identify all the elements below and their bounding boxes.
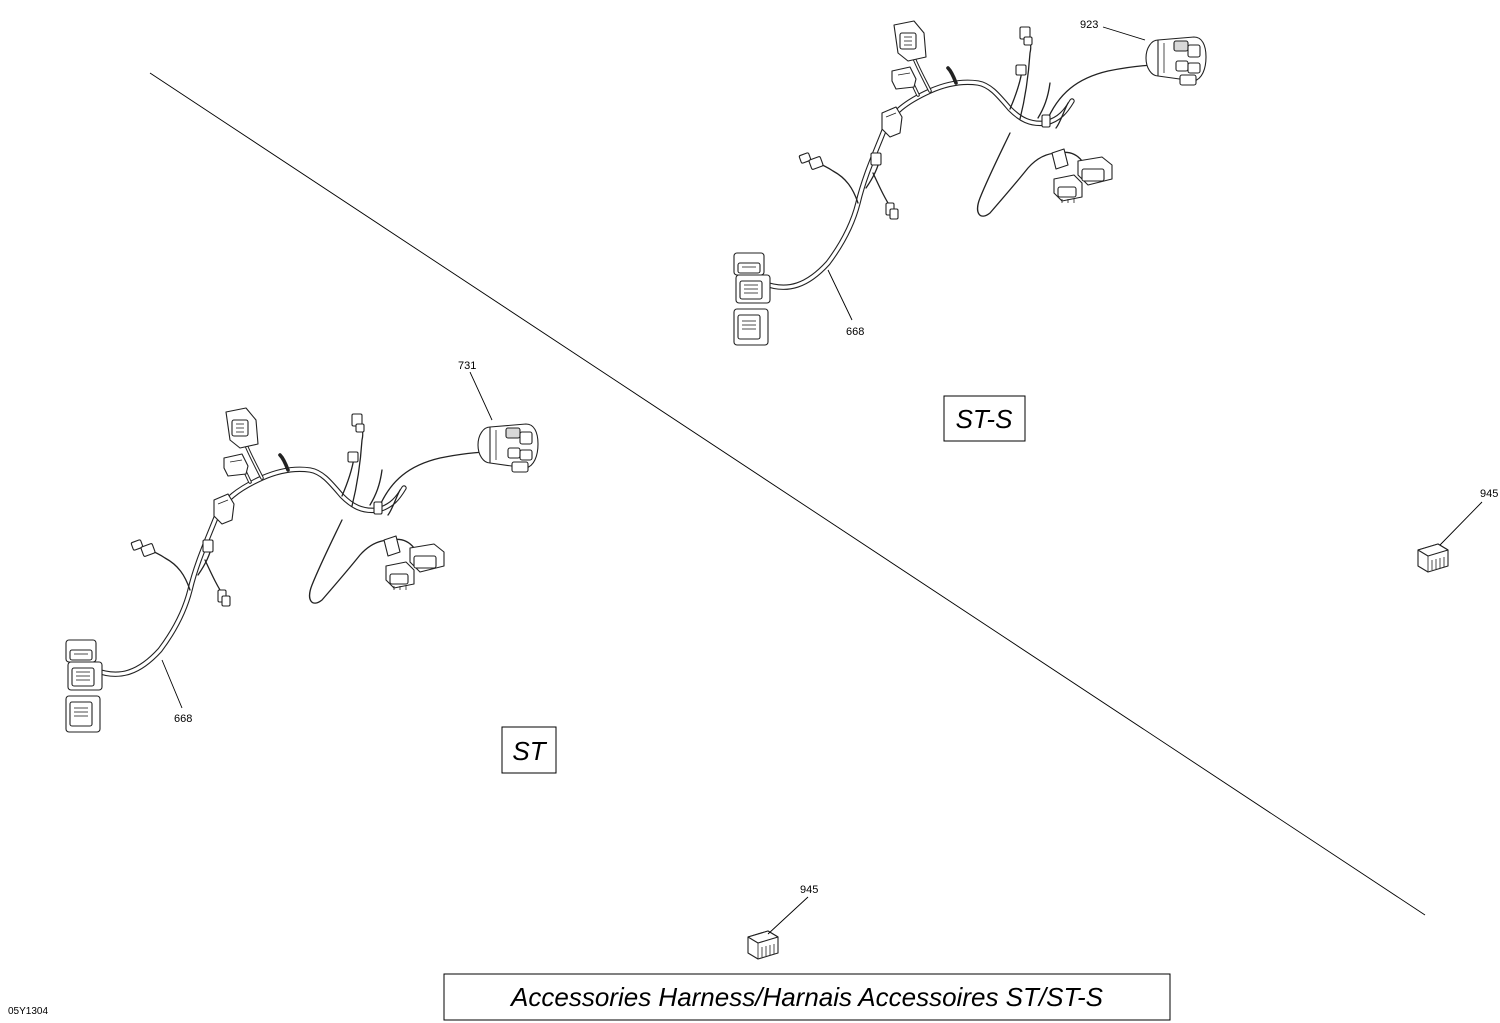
callout-945-right: 945 <box>1480 488 1498 500</box>
leader-923 <box>1102 26 1146 41</box>
callout-668-st-s: 668 <box>846 326 864 338</box>
st-harness-assembly <box>66 408 538 732</box>
variant-label-st-s: ST-S <box>956 404 1013 434</box>
variant-divider-line <box>149 72 1426 916</box>
diagram-title-frame <box>443 973 1171 1021</box>
diagram-reference-code: 05Y1304 <box>8 1006 48 1017</box>
leader-668-st <box>161 659 183 709</box>
cap-part-bottom <box>747 930 779 960</box>
leader-731 <box>469 371 493 421</box>
callout-668-st: 668 <box>174 713 192 725</box>
leader-945-right <box>1439 501 1483 546</box>
leader-945-bottom <box>767 896 809 935</box>
st-s-harness-assembly <box>734 21 1206 345</box>
callout-731: 731 <box>458 360 476 372</box>
variant-label-frame-st-s <box>943 395 1026 442</box>
leader-668-st-s <box>827 269 853 321</box>
variant-label-st: ST <box>512 736 547 766</box>
callout-923: 923 <box>1080 19 1098 31</box>
cap-part-right <box>1417 543 1449 573</box>
diagram-title: Accessories Harness/Harnais Accessoires … <box>509 982 1104 1012</box>
callout-945-bottom: 945 <box>800 884 818 896</box>
variant-label-frame-st <box>501 726 557 774</box>
